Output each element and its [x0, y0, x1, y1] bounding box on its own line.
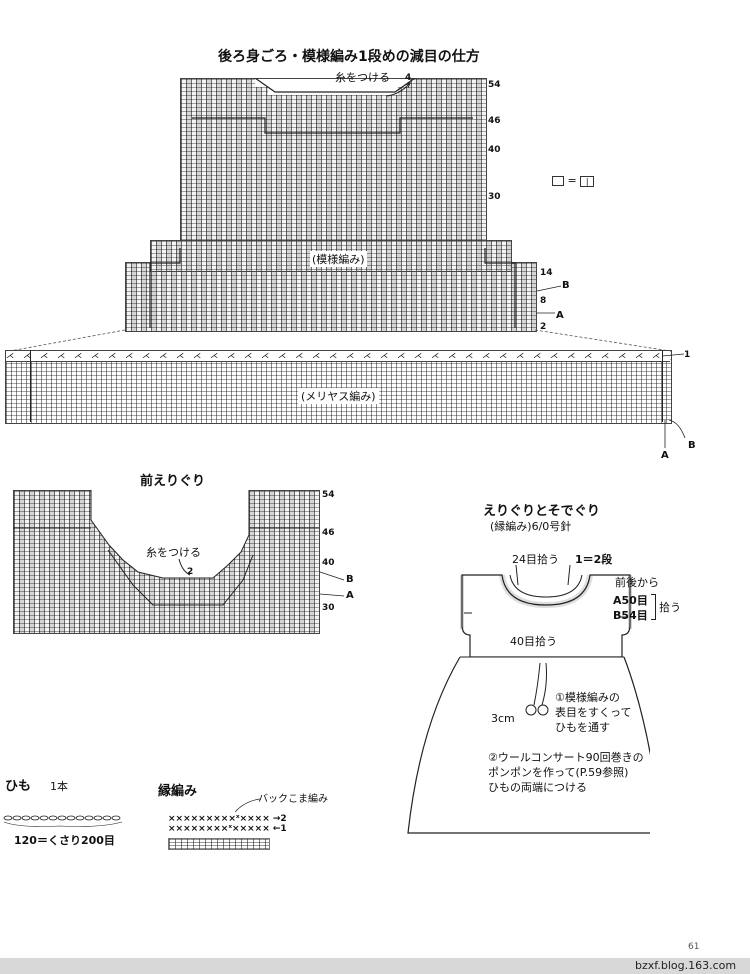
edging-note-line	[234, 798, 261, 813]
legend-empty-box-icon	[552, 176, 564, 186]
decrease-row-symbols: ⋌⋌⋌⋌⋌⋌⋌⋌⋌⋌⋌⋌⋌⋌⋌⋌⋌⋌⋌⋌⋌⋌⋌⋌⋌⋌⋌⋌⋌⋌⋌⋌⋌⋌⋌⋌⋌⋌⋌⋌…	[6, 351, 670, 362]
back-pattern-label: (模様編み)	[310, 251, 367, 267]
neck-pickup-word: 拾う	[659, 601, 681, 614]
front-yarn-arrow-icon	[178, 558, 191, 576]
neck-b-count: B54目	[613, 609, 648, 622]
neckline-subtitle: (縁編み)6/0号針	[490, 520, 572, 533]
stockinette-marker-a: A	[661, 450, 669, 461]
stockinette-label: (メリヤス編み)	[298, 388, 379, 404]
dress-diagram	[407, 564, 650, 834]
neck-a-count: A50目	[613, 594, 648, 607]
stockinette-marker-b: B	[688, 440, 696, 451]
front-row-30: 30	[322, 603, 335, 613]
cord-title: ひも	[5, 779, 32, 794]
front-marker-lines	[319, 571, 345, 597]
back-marker-lines	[536, 285, 562, 314]
front-marker-a: A	[346, 590, 354, 601]
cord-count: 1本	[50, 780, 68, 793]
edging-base	[168, 838, 270, 850]
front-yarn-attach-count: 2	[187, 567, 194, 577]
edging-note: バックこま編み	[258, 794, 328, 805]
back-row-8: 8	[540, 296, 547, 306]
stockinette-row-1: 1	[684, 350, 691, 360]
back-row-46: 46	[488, 116, 501, 126]
legend-symbol: = |	[552, 174, 595, 187]
edging-title: 縁編み	[158, 784, 198, 799]
stockinette-row-1-line	[661, 353, 685, 357]
legend-bar-box-icon: |	[580, 175, 595, 187]
back-row-40: 40	[488, 145, 501, 155]
back-yarn-arrow-icon	[386, 82, 411, 97]
back-body-title: 後ろ身ごろ・模様編み1段めの減目の仕方	[218, 49, 480, 65]
back-row-14: 14	[540, 268, 553, 278]
edging-chart: ×××××××××ˣ×××× →2 ××××××××ˣ××××× ←1	[168, 814, 287, 834]
cord-chain-drawing	[3, 815, 123, 827]
cord-spec: 120＝くさり200目	[14, 834, 115, 847]
neck-bracket	[651, 594, 656, 620]
stockinette-ab-markers	[664, 419, 686, 448]
front-row-40: 40	[322, 558, 335, 568]
back-marker-a: A	[556, 310, 564, 321]
front-row-54: 54	[322, 490, 335, 500]
watermark: bzxf.blog.163.com	[635, 959, 737, 972]
neck-pickup-bottom: 40目拾う	[510, 635, 557, 648]
back-row-30: 30	[488, 192, 501, 202]
back-yarn-attach-label: 糸をつける	[335, 71, 390, 84]
back-yarn-attach-count: 4	[405, 73, 412, 83]
pompom-size: 3cm	[491, 712, 515, 725]
page-number: 61	[688, 942, 700, 952]
back-marker-b: B	[562, 280, 570, 291]
front-marker-b: B	[346, 574, 354, 585]
neckline-title: えりぐりとそでぐり	[483, 504, 600, 519]
note-2: ②ウールコンサート90回巻きの ポンポンを作って(P.59参照) ひもの両端につ…	[488, 751, 644, 794]
back-shaping-outline	[149, 78, 516, 328]
front-neck-title: 前えりぐり	[140, 474, 206, 489]
neck-front-back-from: 前後から	[615, 576, 659, 589]
footer-bar	[0, 958, 750, 974]
note-1: ①模様編みの 表目をすくって ひもを通す	[555, 691, 632, 734]
back-connector-lines	[9, 329, 671, 352]
front-neck-cutout	[13, 490, 319, 606]
back-row-2: 2	[540, 322, 547, 332]
back-row-54: 54	[488, 80, 501, 90]
front-row-46: 46	[322, 528, 335, 538]
neck-ratio: 1＝2段	[575, 553, 613, 566]
neck-pickup-top: 24目拾う	[512, 553, 559, 566]
front-yarn-attach-label: 糸をつける	[146, 546, 201, 559]
